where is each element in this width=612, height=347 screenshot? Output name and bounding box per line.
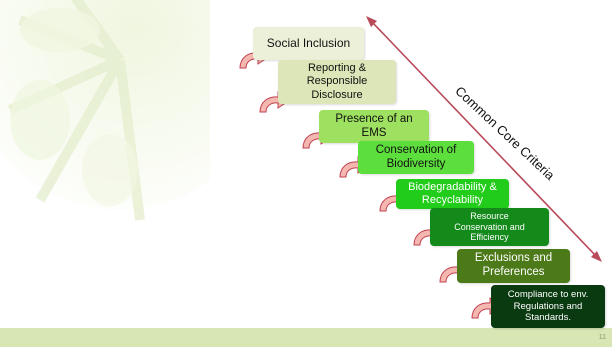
step-conservation-of-biodiversity: Conservation of Biodiversity <box>358 141 474 174</box>
footer-bar <box>0 328 612 347</box>
step-compliance-env-regulations: Compliance to env. Regulations and Stand… <box>491 285 605 328</box>
step-biodegradability-recyclability: Biodegradability & Recyclability <box>396 179 509 209</box>
step-label: Conservation of Biodiversity <box>375 143 457 170</box>
step-resource-conservation-efficiency: Resource Conservation and Efficiency <box>430 208 549 246</box>
step-presence-of-ems: Presence of an EMS <box>319 110 429 143</box>
page-number: 11 <box>598 334 606 341</box>
step-label: Presence of an EMS <box>335 112 413 139</box>
step-label: Reporting & Responsible Disclosure <box>306 62 368 101</box>
step-social-inclusion: Social Inclusion <box>253 27 364 60</box>
step-label: Resource Conservation and Efficiency <box>454 210 525 243</box>
citrus-background-decoration <box>0 0 210 221</box>
step-label: Biodegradability & Recyclability <box>408 180 497 206</box>
step-label: Social Inclusion <box>266 36 351 51</box>
step-exclusions-preferences: Exclusions and Preferences <box>457 249 570 283</box>
step-reporting-responsible-disclosure: Reporting & Responsible Disclosure <box>278 60 396 104</box>
step-label: Exclusions and Preferences <box>474 252 553 278</box>
step-label: Compliance to env. Regulations and Stand… <box>507 289 589 324</box>
